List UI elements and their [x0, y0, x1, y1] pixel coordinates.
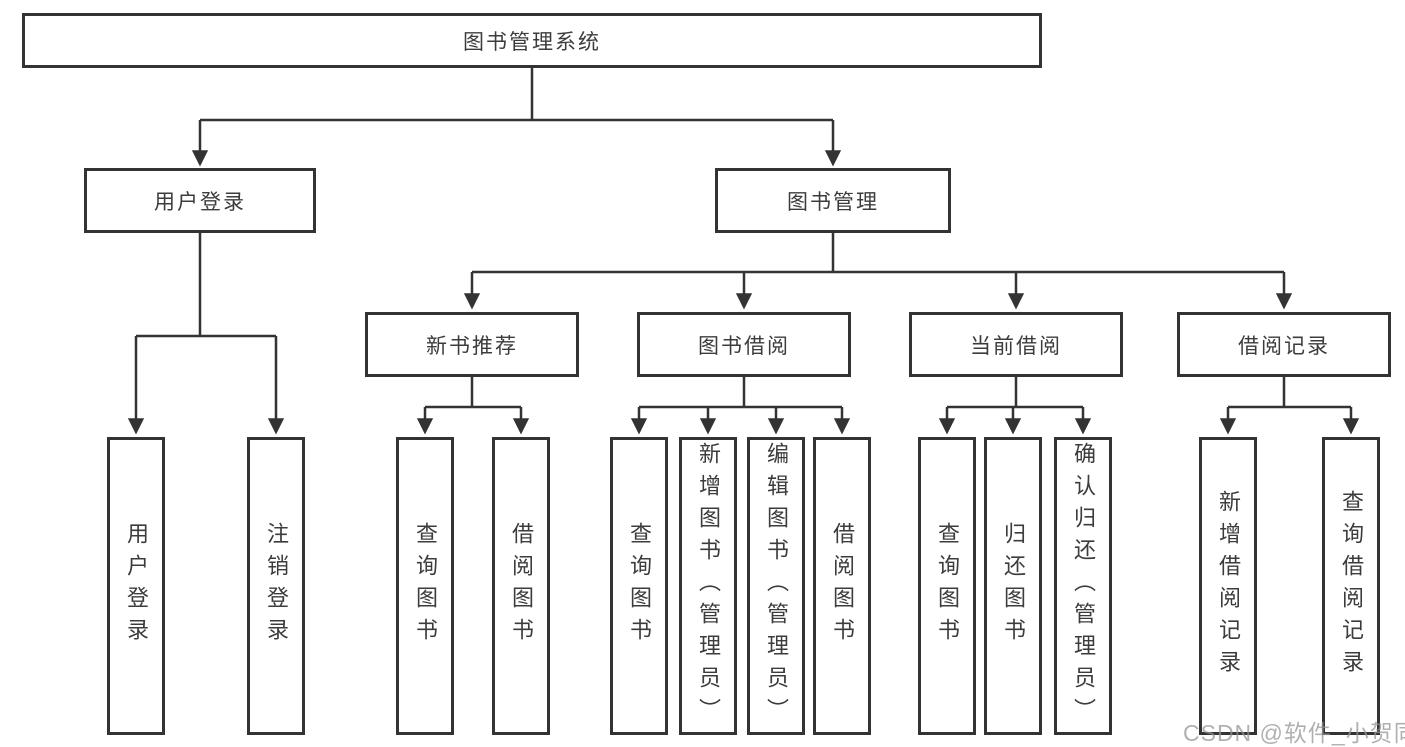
node-new-book-recommend: 新书推荐	[365, 312, 579, 377]
leaf-return-book: 归还图书	[984, 437, 1042, 735]
leaf-logout: 注销登录	[247, 437, 305, 735]
leaf-query-books-2: 查询图书	[610, 437, 668, 735]
leaf-query-books-1: 查询图书	[396, 437, 454, 735]
csdn-watermark: CSDN @软件_小贺同学	[1183, 720, 1405, 746]
leaf-add-borrow-record: 新增借阅记录	[1199, 437, 1257, 735]
connector-trunks	[136, 68, 1351, 409]
node-borrow-records: 借阅记录	[1177, 312, 1391, 377]
node-book-borrow: 图书借阅	[637, 312, 851, 377]
leaf-edit-book-admin: 编辑图书（管理员）	[747, 437, 805, 735]
leaf-confirm-return-admin: 确认归还（管理员）	[1054, 437, 1112, 735]
leaf-add-book-admin: 新增图书（管理员）	[679, 437, 737, 735]
leaf-user-login: 用户登录	[107, 437, 165, 735]
node-book-management: 图书管理	[715, 168, 951, 233]
leaf-query-borrow-record: 查询借阅记录	[1322, 437, 1380, 735]
node-user-login: 用户登录	[84, 168, 316, 233]
leaf-borrow-books-1: 借阅图书	[492, 437, 550, 735]
node-root: 图书管理系统	[22, 13, 1042, 68]
leaf-query-books-3: 查询图书	[918, 437, 976, 735]
node-current-borrow: 当前借阅	[909, 312, 1123, 377]
leaf-borrow-books-2: 借阅图书	[813, 437, 871, 735]
